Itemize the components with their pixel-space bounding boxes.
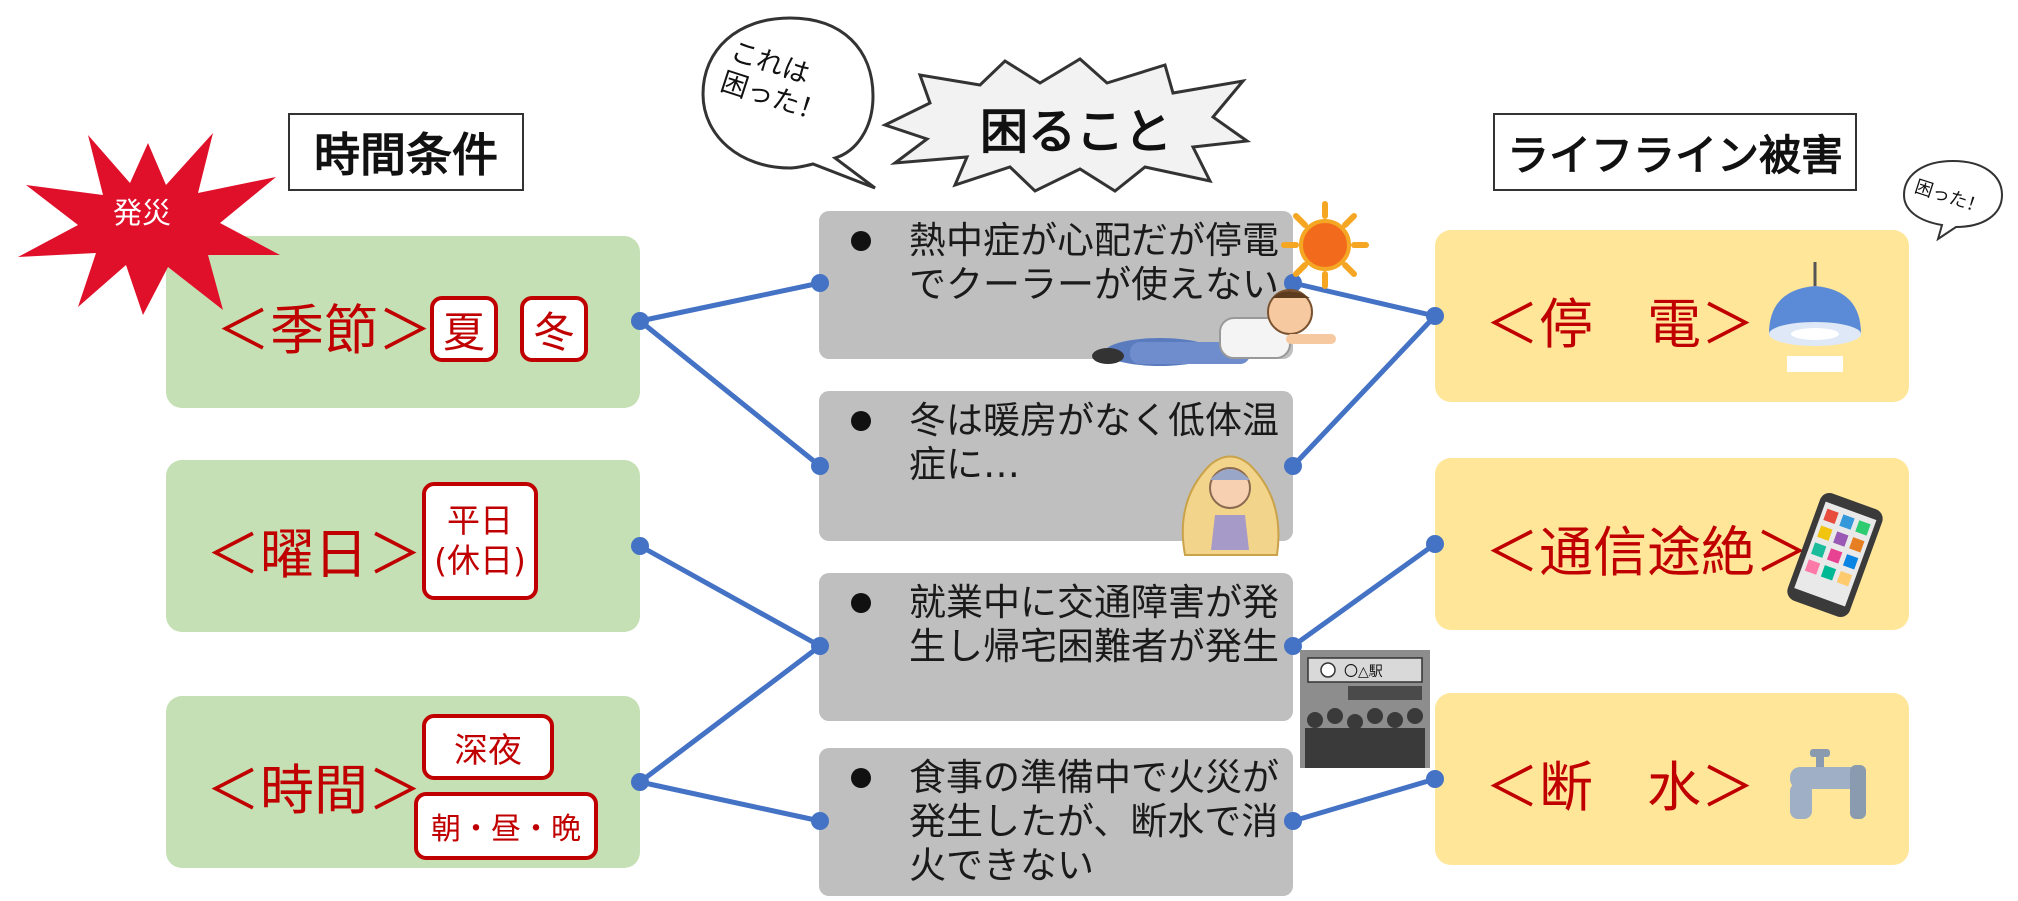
connector-outage-to-heatstroke [1290,280,1438,319]
connector-dot [1426,535,1444,553]
tag-weekday-holiday: 平日 (休日) [422,482,538,600]
bullet-icon [851,411,871,431]
condition-time: ＜時間＞ 深夜 朝・昼・晩 [166,696,640,868]
connector-dot [1284,637,1302,655]
connector-time-to-commuters [637,643,823,785]
connector-dot [811,812,829,830]
troubles-title: 困ること [980,104,1173,160]
condition-label: ＜時間＞ [206,759,422,822]
connector-dot [811,637,829,655]
connector-dot [1426,307,1444,325]
sun-icon [1280,200,1370,290]
connector-comms-to-commuters [1290,541,1438,649]
connector-dot [1284,812,1302,830]
connector-dot [631,537,649,555]
connector-time-to-fire [637,779,823,824]
lifeline-label: ＜断 水＞ [1485,756,1755,819]
problem-heatstroke: 熱中症が心配だが停電でクーラーが使えない [819,211,1293,359]
condition-label: ＜季節＞ [216,299,432,362]
tag-late-night: 深夜 [422,714,554,780]
disaster-burst: 発災 [8,125,288,315]
faucet-icon [1780,745,1870,825]
troubled-speech-bubble: これは 困った！ [695,10,885,195]
collapsed-person-icon [1090,282,1340,372]
speech-bubble-icon [701,16,876,190]
smartphone-icon [1780,490,1890,620]
small-bubble-icon [1902,159,2004,242]
problem-text: 冬は暖房がなく低体温症に… [909,399,1279,486]
problem-fire-no-water: 食事の準備中で火災が発生したが、断水で消火できない [819,748,1293,896]
connector-dot [811,274,829,292]
tag-winter: 冬 [520,296,588,362]
small-speech-bubble: 困った！ [1898,155,2008,245]
connector-season-to-heatstroke [637,280,823,324]
connector-dot [631,312,649,330]
header-time-conditions: 時間条件 [288,113,524,191]
blanket-person-icon [1165,440,1295,560]
connector-dot [631,773,649,791]
lifeline-label: ＜通信途絶＞ [1485,521,1809,584]
connector-water-to-fire [1290,776,1438,824]
problem-text: 就業中に交通障害が発生し帰宅困難者が発生 [909,581,1279,668]
condition-label: ＜曜日＞ [206,523,422,586]
bullet-icon [851,768,871,788]
connector-season-to-hypothermia [637,318,823,469]
jagged-banner-icon [881,57,1252,193]
bullet-icon [851,593,871,613]
bullet-icon [851,231,871,251]
tag-summer: 夏 [430,296,498,362]
problem-text: 食事の準備中で火災が発生したが、断水で消火できない [909,756,1279,887]
problem-stranded-commuters: 就業中に交通障害が発生し帰宅困難者が発生 [819,573,1293,721]
burst-icon [18,133,280,315]
header-lifeline-damage: ライフライン被害 [1493,113,1857,191]
header-troubles: 困ること [875,55,1255,195]
tag-morning-noon-evening: 朝・昼・晩 [414,792,598,860]
connector-dot [811,457,829,475]
connector-outage-to-hypothermia [1290,313,1438,469]
connector-dot [1426,770,1444,788]
lifeline-label: ＜停 電＞ [1485,293,1755,356]
connector-dot [1284,457,1302,475]
condition-season: ＜季節＞ 夏 冬 [166,236,640,408]
connector-dot [1284,274,1302,292]
problem-text: 熱中症が心配だが停電でクーラーが使えない [909,219,1279,306]
station-sign: 〇△駅 [1344,664,1383,680]
ceiling-lamp-icon [1755,262,1875,377]
disaster-label: 発災 [113,196,172,230]
condition-weekday: ＜曜日＞ 平日 (休日) [166,460,640,632]
station-crowd-icon: 〇△駅 [1300,650,1430,768]
connector-weekday-to-commuters [637,543,823,649]
